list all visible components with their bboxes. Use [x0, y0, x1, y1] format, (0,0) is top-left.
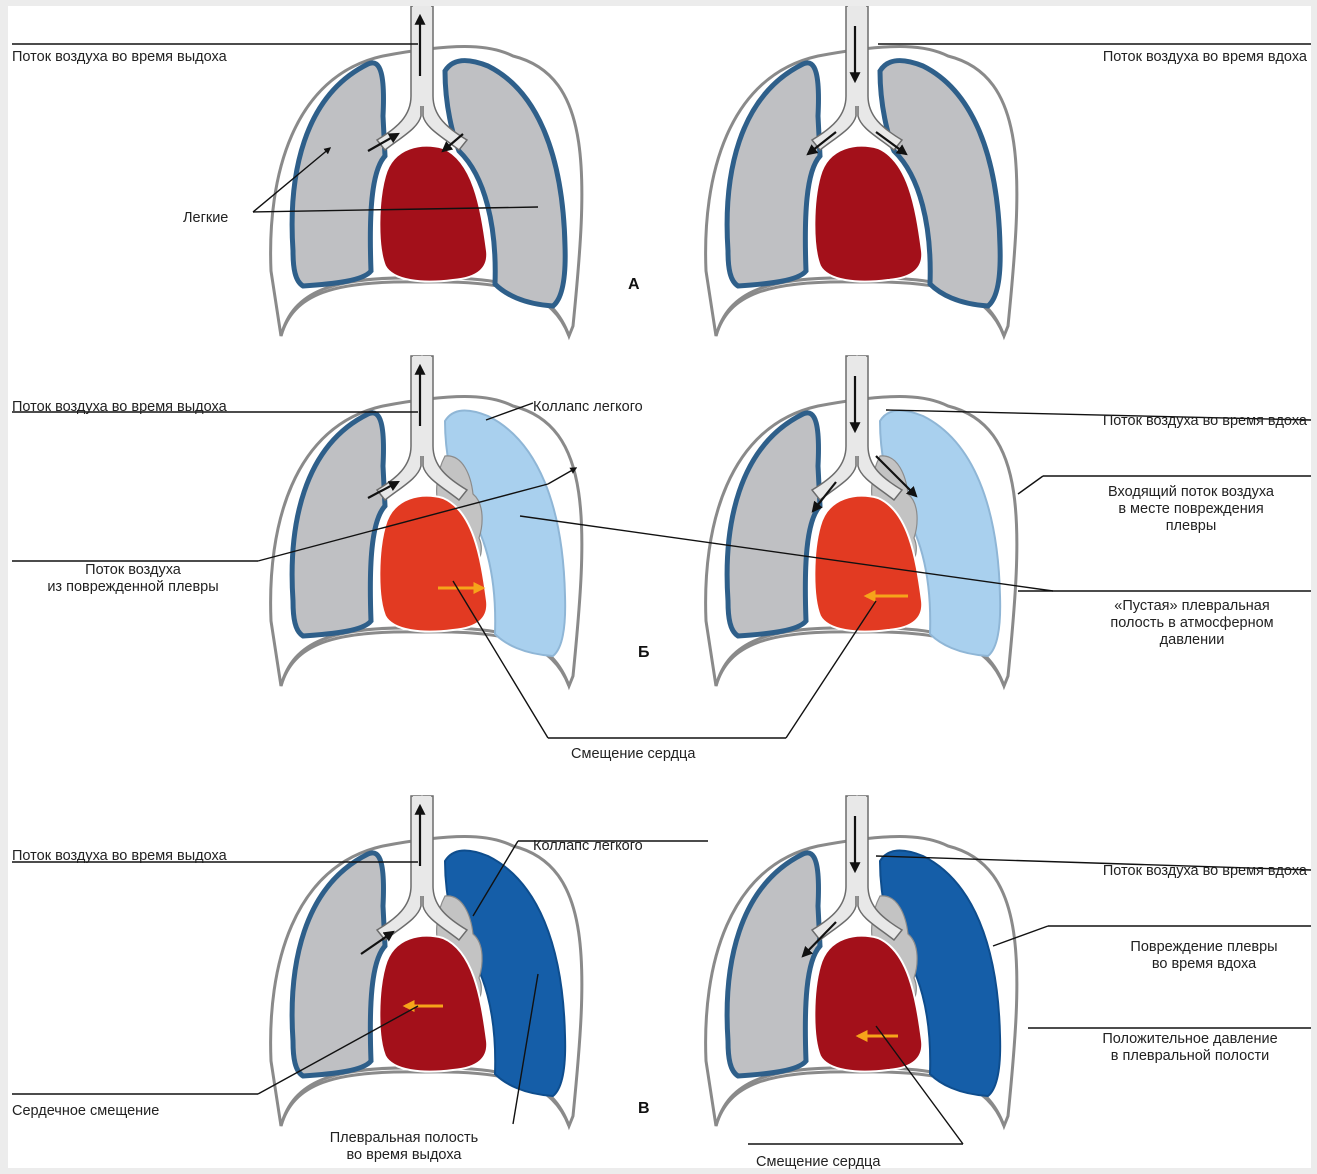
label-c-damage-line1: Повреждение плевры [1098, 939, 1310, 956]
label-b-empty-line3: давлении [1076, 632, 1308, 649]
left-lung [292, 413, 385, 636]
label-c-cavity-line2: во время выдоха [294, 1147, 514, 1164]
label-b-empty-line1: «Пустая» плевральная [1076, 598, 1308, 615]
left-lung [727, 853, 820, 1076]
label-b-outflow: Поток воздуха из поврежденной плевры [8, 562, 258, 596]
label-b-inflow-line3: плевры [1066, 518, 1316, 535]
label-c-cavity-line1: Плевральная полость [294, 1130, 514, 1147]
label-b-inflow-line2: в месте повреждения [1066, 501, 1316, 518]
label-c-pleural-cavity: Плевральная полость во время выдоха [294, 1130, 514, 1164]
left-lung [727, 413, 820, 636]
figure-b-inhale [706, 356, 1017, 686]
trachea [413, 6, 431, 106]
label-b-outflow-line2: из поврежденной плевры [8, 579, 258, 596]
trachea [413, 356, 431, 456]
label-c-inhale-flow: Поток воздуха во время вдоха [1103, 863, 1307, 880]
left-lung [727, 63, 820, 286]
label-b-lung-collapse: Коллапс легкого [533, 399, 643, 416]
label-b-inflow-line1: Входящий поток воздуха [1066, 484, 1316, 501]
left-lung [292, 63, 385, 286]
label-b-inhale-flow: Поток воздуха во время вдоха [1103, 413, 1307, 430]
figure-a-inhale [706, 6, 1017, 336]
label-a-lungs: Легкие [183, 210, 228, 227]
trachea [413, 796, 431, 896]
diagram-stage: Поток воздуха во время выдоха Поток возд… [8, 6, 1311, 1168]
figure-c-inhale [706, 796, 1017, 1126]
trachea [848, 356, 866, 456]
trachea [848, 6, 866, 106]
label-c-damage-line2: во время вдоха [1098, 956, 1310, 973]
label-c-positive-line2: в плевральной полости [1070, 1048, 1310, 1065]
panel-letter-a: А [628, 276, 640, 294]
label-b-empty-line2: полость в атмосферном [1076, 615, 1308, 632]
label-c-lung-collapse: Коллапс легкого [533, 838, 643, 855]
label-c-positive-pressure: Положительное давление в плевральной пол… [1070, 1031, 1310, 1065]
label-b-outflow-line1: Поток воздуха [8, 562, 258, 579]
panel-letter-c: В [638, 1100, 650, 1118]
label-c-pleura-damage: Повреждение плевры во время вдоха [1098, 939, 1310, 973]
label-b-inflow: Входящий поток воздуха в месте поврежден… [1066, 484, 1316, 535]
label-c-cardiac-shift: Сердечное смещение [12, 1103, 159, 1120]
label-a-inhale-flow: Поток воздуха во время вдоха [1103, 49, 1307, 66]
panel-letter-b: Б [638, 644, 650, 662]
label-a-exhale-flow: Поток воздуха во время выдоха [12, 49, 227, 66]
label-c-exhale-flow: Поток воздуха во время выдоха [12, 848, 227, 865]
left-lung [292, 853, 385, 1076]
label-b-heart-shift: Смещение сердца [571, 746, 695, 763]
leader-b-inflow-mark [1018, 476, 1043, 494]
figure-a-exhale [271, 6, 582, 336]
label-c-positive-line1: Положительное давление [1070, 1031, 1310, 1048]
trachea [848, 796, 866, 896]
label-c-heart-shift: Смещение сердца [756, 1154, 880, 1171]
label-b-exhale-flow: Поток воздуха во время выдоха [12, 399, 227, 416]
label-b-empty-pleura: «Пустая» плевральная полость в атмосферн… [1076, 598, 1308, 649]
